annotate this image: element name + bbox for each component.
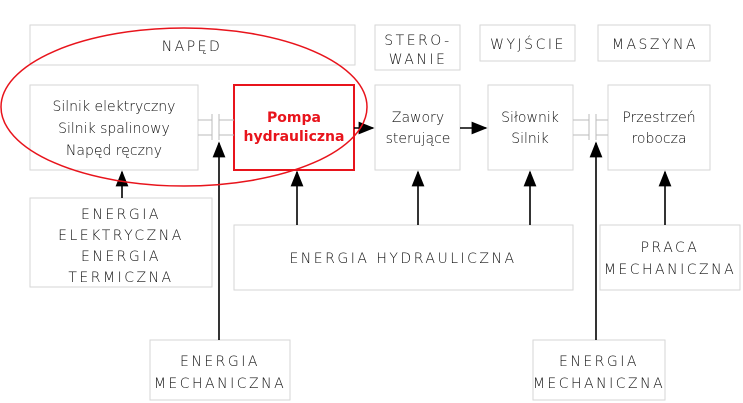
svg-text:ENERGIA: ENERGIA — [81, 207, 161, 223]
block-przestrzen: Przestrzeń robocza — [607, 84, 711, 171]
svg-text:WANIE: WANIE — [389, 52, 448, 68]
block-pompa: Pompa hydrauliczna — [233, 84, 355, 171]
svg-text:hydrauliczna: hydrauliczna — [244, 129, 345, 145]
header-sterowanie: STERO- WANIE — [374, 24, 461, 71]
header-naped: NAPĘD — [29, 24, 356, 66]
coupling-left — [198, 114, 234, 140]
svg-text:NAPĘD: NAPĘD — [162, 39, 223, 55]
svg-text:Silnik spalinowy: Silnik spalinowy — [58, 121, 170, 137]
svg-text:ENERGIA HYDRAULICZNA: ENERGIA HYDRAULICZNA — [289, 251, 516, 267]
svg-text:ENERGIA: ENERGIA — [180, 354, 260, 370]
svg-text:Silnik elektryczny: Silnik elektryczny — [53, 99, 176, 115]
svg-text:MECHANICZNA: MECHANICZNA — [533, 376, 665, 392]
energy-mech-right: ENERGIA MECHANICZNA — [532, 339, 666, 401]
svg-text:Pompa: Pompa — [267, 110, 321, 126]
svg-text:robocza: robocza — [631, 131, 686, 147]
energy-hydrauliczna: ENERGIA HYDRAULICZNA — [233, 224, 574, 291]
svg-text:ENERGIA: ENERGIA — [559, 354, 639, 370]
svg-text:ELEKTRYCZNA: ELEKTRYCZNA — [58, 228, 184, 244]
svg-text:MECHANICZNA: MECHANICZNA — [154, 376, 286, 392]
svg-text:STERO-: STERO- — [384, 33, 451, 49]
svg-text:MECHANICZNA: MECHANICZNA — [604, 262, 736, 278]
coupling-right — [573, 114, 608, 140]
svg-text:PRACA: PRACA — [641, 240, 700, 256]
header-maszyna: MASZYNA — [597, 24, 711, 62]
energy-elektryczna: ENERGIA ELEKTRYCZNA ENERGIA TERMICZNA — [29, 197, 213, 288]
arrows — [115, 121, 672, 340]
header-wyjscie: WYJŚCIE — [479, 24, 576, 62]
svg-text:WYJŚCIE: WYJŚCIE — [490, 35, 566, 53]
highlight-ellipse — [0, 27, 368, 187]
energy-praca: PRACA MECHANICZNA — [599, 224, 741, 291]
svg-text:Zawory: Zawory — [392, 110, 444, 126]
svg-text:Napęd ręczny: Napęd ręczny — [66, 143, 162, 159]
svg-text:Silnik: Silnik — [511, 131, 549, 147]
svg-text:Siłownik: Siłownik — [501, 110, 559, 126]
svg-text:TERMICZNA: TERMICZNA — [68, 270, 173, 286]
svg-text:Przestrzeń: Przestrzeń — [622, 110, 695, 126]
svg-text:sterujące: sterujące — [386, 131, 451, 147]
block-zawory: Zawory sterujące — [374, 84, 461, 171]
energy-mech-left: ENERGIA MECHANICZNA — [149, 339, 291, 401]
svg-text:MASZYNA: MASZYNA — [612, 37, 698, 53]
svg-text:ENERGIA: ENERGIA — [81, 249, 161, 265]
